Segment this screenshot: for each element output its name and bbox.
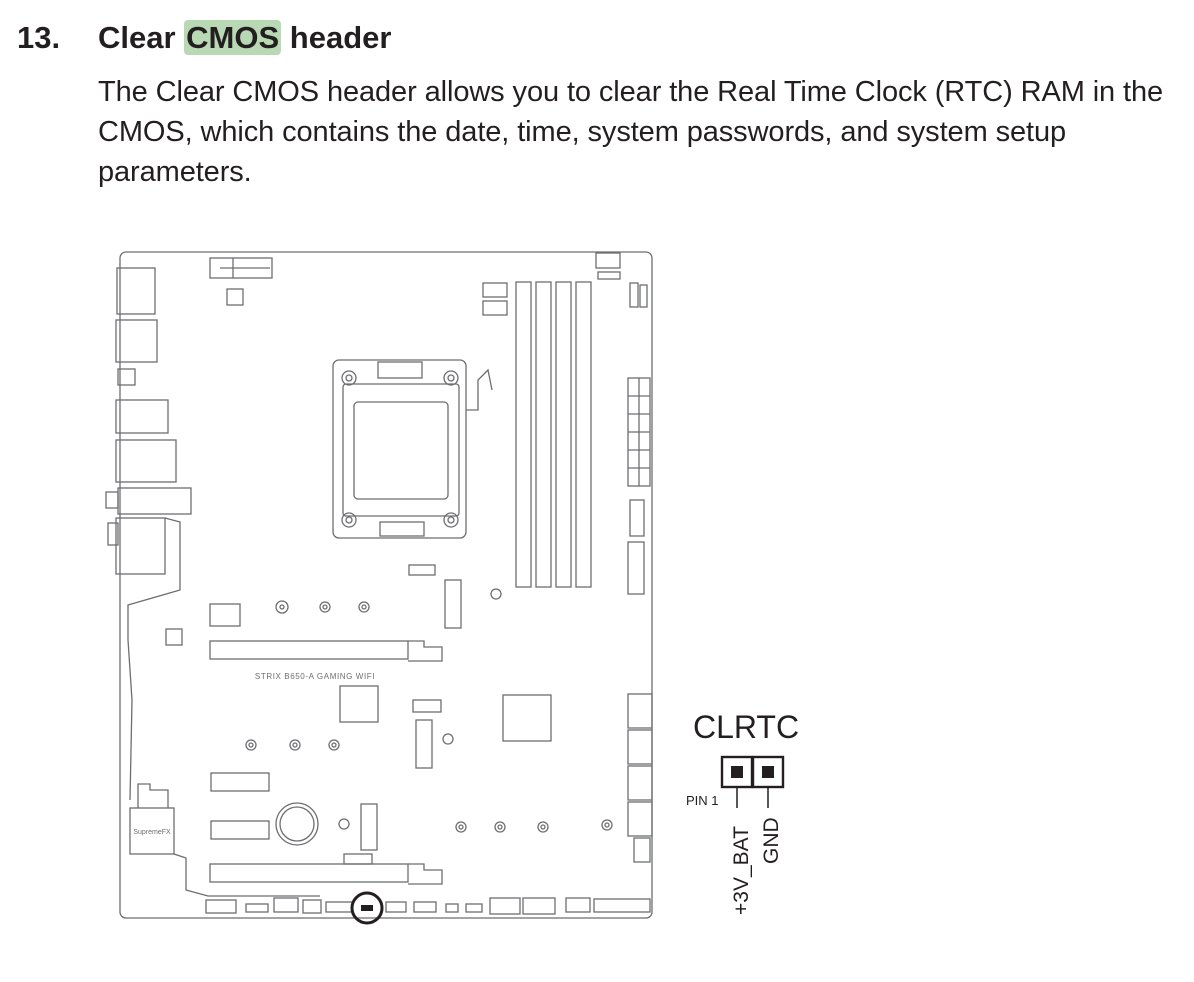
audio-shield: [129, 807, 175, 855]
dimm-slot-4: [575, 281, 592, 588]
clrtc-label: CLRTC: [693, 709, 799, 745]
io-block-8: [115, 517, 166, 575]
io-block-4: [115, 399, 169, 434]
pin-label-gnd: GND: [760, 817, 783, 864]
chipset: [339, 685, 379, 723]
m2-slot-3: [360, 803, 378, 851]
chip-large: [502, 694, 552, 742]
io-block-7: [105, 491, 119, 509]
io-block-6: [117, 487, 192, 515]
title-word-1: Clear: [98, 20, 176, 55]
clrtc-location-marker: [350, 891, 384, 925]
m2-slot-2: [415, 719, 433, 769]
io-block-2: [115, 319, 158, 363]
cpu-power-8pin: [209, 257, 273, 279]
title-word-3: header: [289, 20, 392, 55]
board-model-label: STRIX B650-A GAMING WIFI: [255, 672, 375, 681]
dimm-slot-3: [555, 281, 572, 588]
pcie-slot-1: [209, 640, 409, 660]
dimm-slot-1: [515, 281, 532, 588]
section-number: 13.: [17, 20, 61, 55]
cmos-battery: [275, 802, 319, 846]
dimm-slot-2: [535, 281, 552, 588]
section-title: Clear CMOS header: [98, 20, 391, 56]
board-outline: [119, 251, 653, 919]
section-description: The Clear CMOS header allows you to clea…: [98, 76, 1164, 188]
io-block-1: [116, 267, 156, 315]
io-block-9: [107, 522, 119, 546]
cpu-socket: [353, 401, 449, 500]
io-block-3: [117, 368, 136, 386]
io-block-5: [115, 439, 177, 483]
audio-label: SupremeFX: [133, 829, 171, 836]
pin-label-3v-bat: +3V_BAT: [730, 826, 753, 915]
title-highlight: CMOS: [184, 20, 282, 55]
m2-slot-1: [444, 579, 462, 629]
cpu-socket-frame: [332, 359, 467, 539]
pin1-label: PIN 1: [686, 793, 719, 808]
pcie-slot-2: [209, 863, 409, 883]
